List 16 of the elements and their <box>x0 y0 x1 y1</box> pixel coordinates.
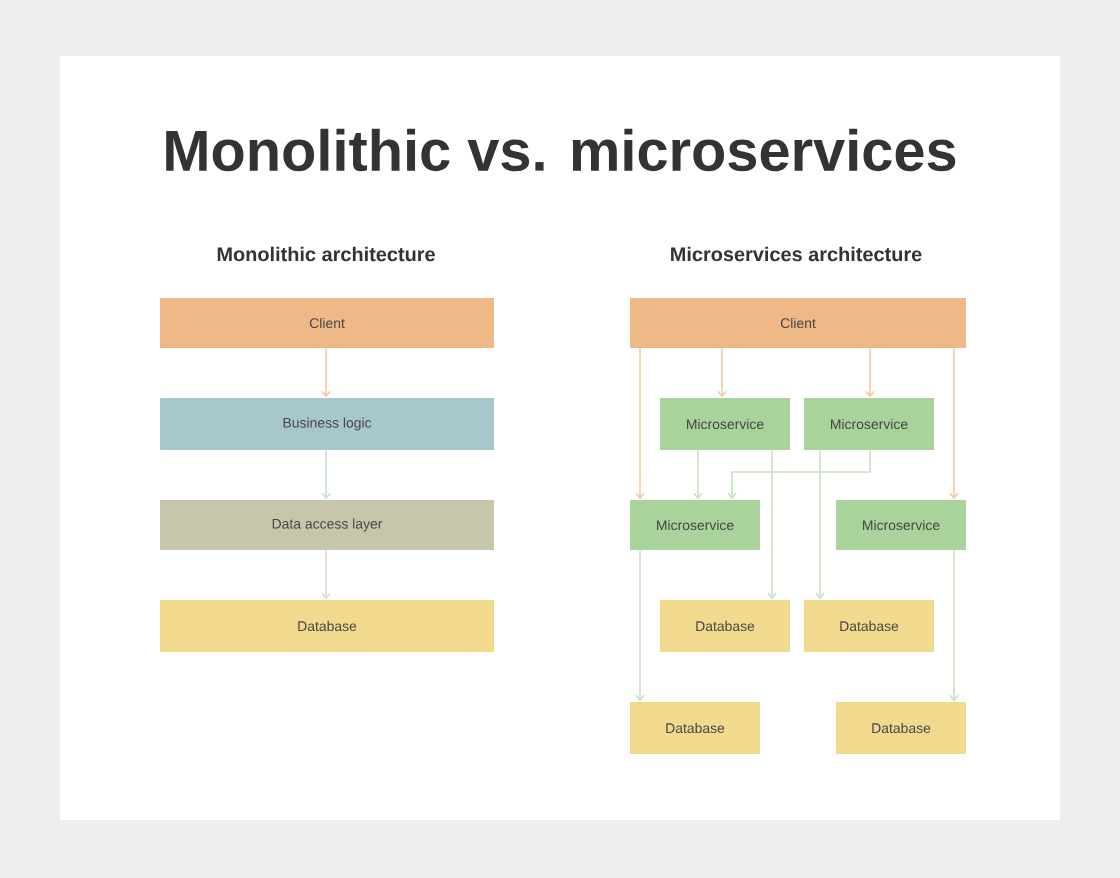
arrow <box>635 549 645 702</box>
arrow <box>949 347 959 500</box>
arrow <box>321 449 331 500</box>
section-heading: Microservices architecture <box>671 246 922 262</box>
arrow <box>727 449 871 500</box>
section-heading: Monolithic architecture <box>217 246 435 262</box>
arrow <box>321 347 331 398</box>
arrow <box>717 347 727 398</box>
title: Monolithic vs. microservices <box>166 128 956 172</box>
arrow <box>865 347 875 398</box>
arrow <box>321 549 331 600</box>
arrow <box>635 347 645 500</box>
arrow <box>949 549 959 702</box>
arrow <box>767 449 777 600</box>
arrow <box>815 449 825 600</box>
arrow <box>693 449 703 500</box>
